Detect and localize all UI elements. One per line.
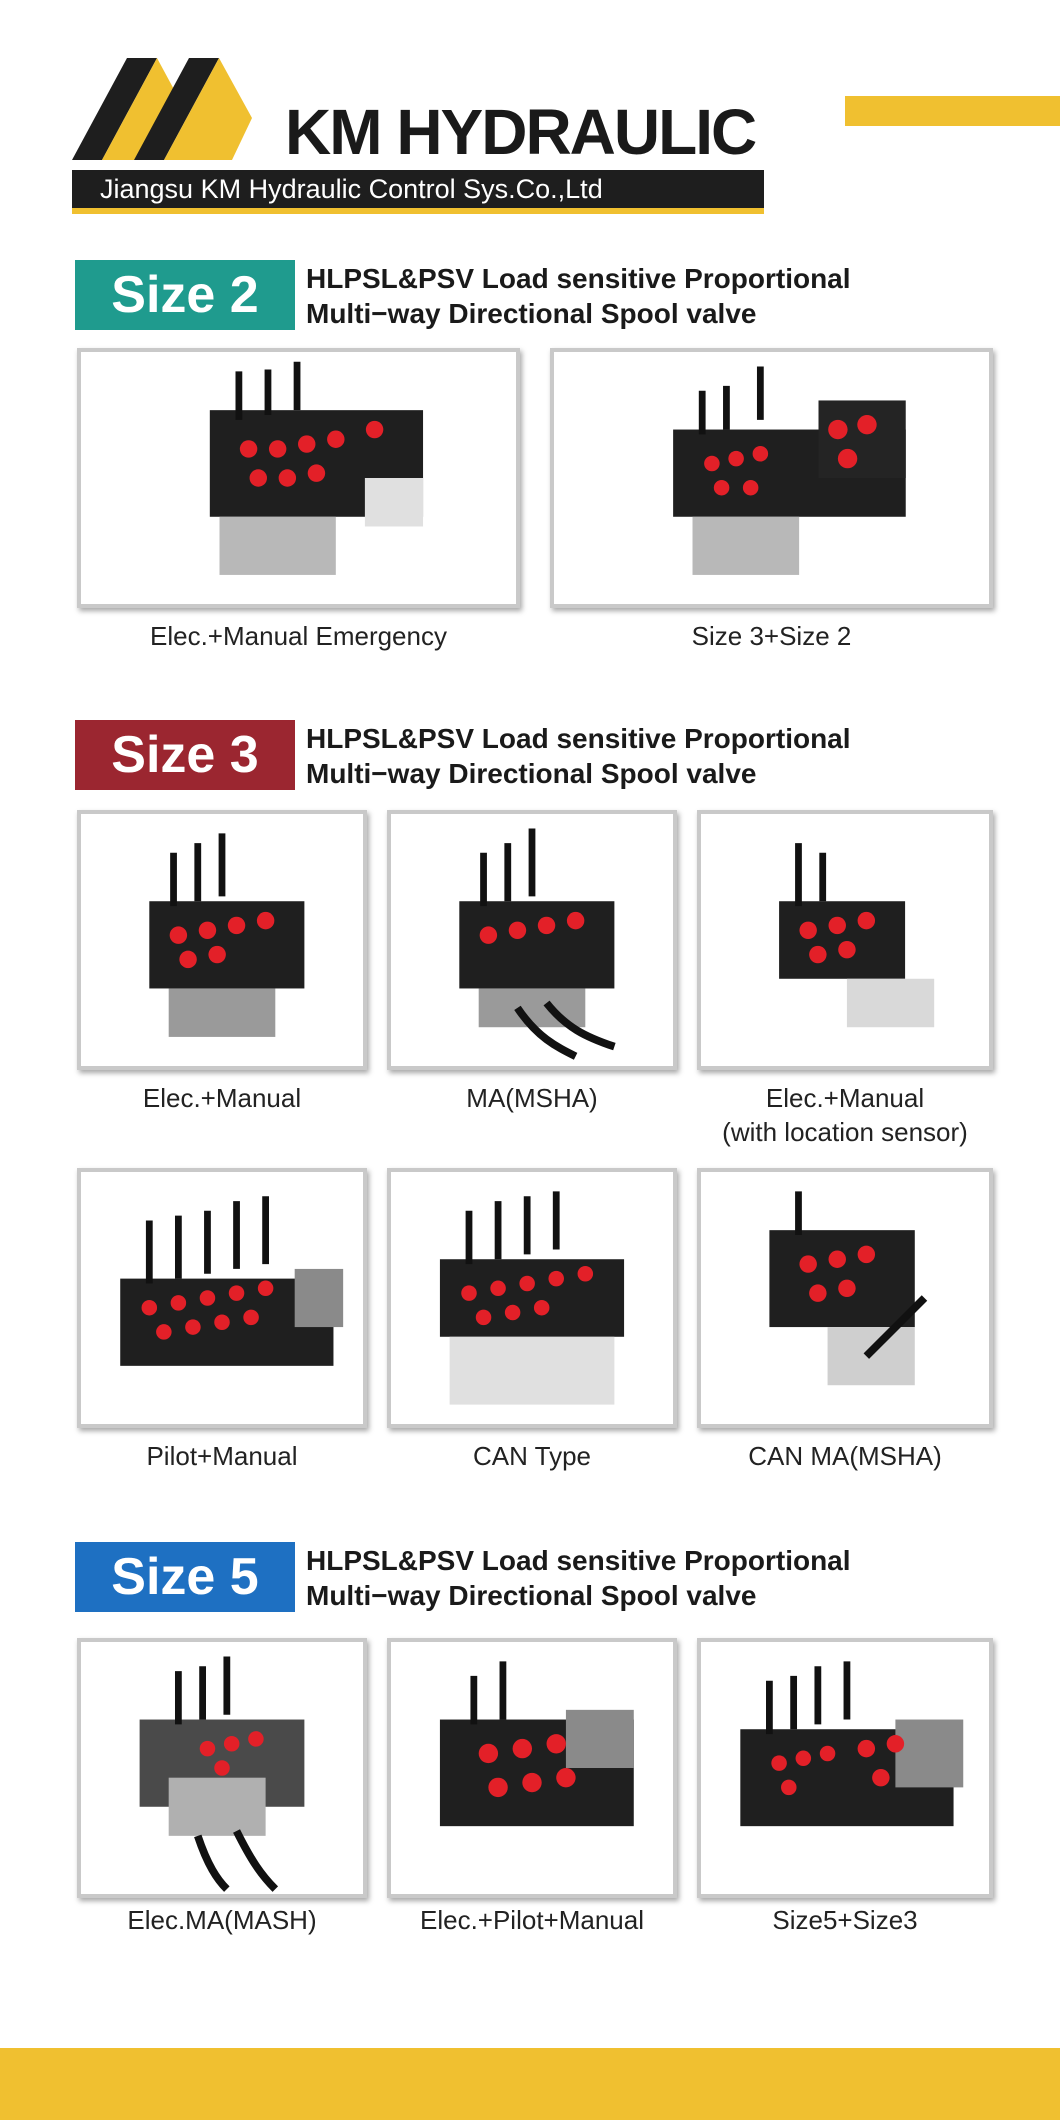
size-5-desc-line1: HLPSL&PSV Load sensitive Proportional [306,1545,851,1576]
product-card-elec-manual-emergency[interactable] [77,348,520,608]
caption-elec-manual-sensor: Elec.+Manual [765,1083,925,1113]
product-card-can-type[interactable] [387,1168,677,1428]
company-banner-underline [72,208,764,214]
size-3-badge: Size 3 [75,720,295,790]
size-3-desc-line2: Multi−way Directional Spool valve [306,758,757,789]
caption-can-ma-msha: CAN MA(MSHA) [748,1441,942,1471]
spool-valve-image [439,1191,625,1405]
product-card-elec-manual[interactable] [77,810,367,1070]
size-3-desc-line1: HLPSL&PSV Load sensitive Proportional [306,723,851,754]
footer-accent-bar [0,2048,1060,2120]
spool-valve-image [439,1661,634,1827]
caption-size5-size3: Size5+Size3 [772,1905,918,1935]
caption-ma-msha: MA(MSHA) [466,1083,598,1113]
caption-can-type: CAN Type [472,1441,591,1471]
spool-valve-image [459,828,616,1060]
spool-valve-image [740,1661,964,1827]
spool-valve-image [779,843,935,1028]
header-accent-bar [845,96,1060,126]
size-2-badge: Size 2 [75,260,295,330]
product-card-can-ma-msha[interactable] [697,1168,993,1428]
spool-valve-image [120,1196,344,1366]
spool-valve-image [209,361,424,575]
product-card-ma-msha[interactable] [387,810,677,1070]
size-5-desc-line2: Multi−way Directional Spool valve [306,1580,757,1611]
caption-elec-manual-emergency: Elec.+Manual Emergency [150,621,447,651]
brand-name: KM HYDRAULIC [285,96,757,168]
size-2-desc-line2: Multi−way Directional Spool valve [306,298,757,329]
company-name: Jiangsu KM Hydraulic Control Sys.Co.,Ltd [100,174,603,204]
company-banner [72,170,764,208]
product-card-pilot-manual[interactable] [77,1168,367,1428]
spool-valve-image [769,1191,928,1386]
product-card-elec-ma-mash[interactable] [77,1638,367,1898]
product-card-size3-size2[interactable] [550,348,993,608]
caption-elec-manual: Elec.+Manual [142,1083,302,1113]
caption-size3-size2: Size 3+Size 2 [691,621,852,651]
km-mountain-logo-icon [72,58,252,160]
product-card-elec-manual-location-sensor[interactable] [697,810,993,1070]
product-card-size5-size3[interactable] [697,1638,993,1898]
caption-elec-pilot-manual: Elec.+Pilot+Manual [419,1905,645,1935]
size-2-desc-line1: HLPSL&PSV Load sensitive Proportional [306,263,851,294]
spool-valve-image [149,833,305,1037]
spool-valve-image [139,1656,305,1892]
product-card-elec-pilot-manual[interactable] [387,1638,677,1898]
spool-valve-image [673,366,906,575]
caption-elec-manual-sensor-line2: (with location sensor) [722,1117,968,1147]
caption-pilot-manual: Pilot+Manual [146,1441,298,1471]
size-5-badge: Size 5 [75,1542,295,1612]
caption-elec-ma-mash: Elec.MA(MASH) [127,1905,317,1935]
